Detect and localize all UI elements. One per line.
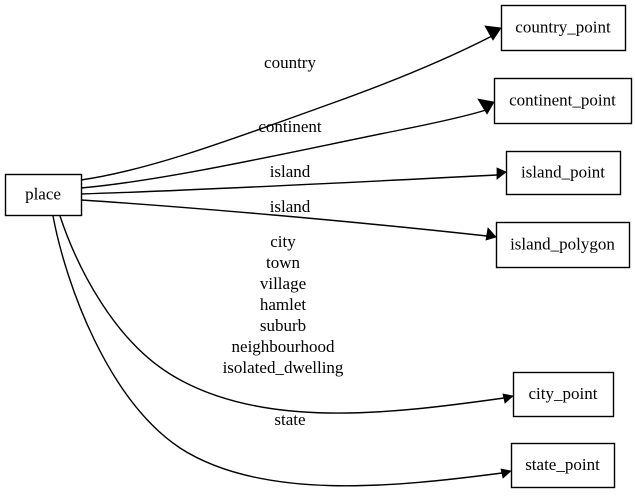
edge-label-island_polygon: island — [270, 197, 311, 216]
edge-line — [80, 199, 488, 237]
node-island_polygon[interactable]: island_polygon — [495, 221, 631, 269]
arrowhead-icon — [500, 468, 512, 479]
arrowhead-icon — [502, 393, 514, 404]
edge-label-line: city — [270, 232, 296, 251]
edge-label-line: hamlet — [260, 295, 307, 314]
node-place[interactable]: place — [4, 173, 83, 217]
edge-line — [80, 174, 498, 195]
edge-label-country_point: country — [264, 53, 316, 72]
edge-place-to-island_point[interactable] — [80, 167, 507, 195]
edge-label-line: continent — [258, 117, 322, 136]
edge-place-to-city_point[interactable] — [59, 215, 514, 414]
node-label: city_point — [529, 384, 598, 403]
node-box — [505, 150, 622, 196]
edge-place-to-country_point[interactable] — [80, 25, 502, 181]
edge-label-island_point: island — [270, 162, 311, 181]
node-city_point[interactable]: city_point — [512, 371, 615, 418]
edge-line — [80, 35, 493, 181]
arrowhead-icon — [484, 25, 502, 41]
edge-label-line: neighbourhood — [232, 337, 335, 356]
edge-label-state_point: state — [274, 410, 305, 429]
node-box — [500, 4, 627, 52]
edges-layer — [52, 25, 514, 487]
edge-label-line: state — [274, 410, 305, 429]
node-box — [510, 442, 616, 489]
node-label: place — [25, 184, 61, 203]
edge-label-line: isolated_dwelling — [223, 358, 344, 377]
node-state_point[interactable]: state_point — [510, 442, 616, 489]
arrowhead-icon — [485, 227, 497, 241]
node-island_point[interactable]: island_point — [505, 150, 622, 196]
edge-place-to-state_point[interactable] — [52, 215, 512, 487]
edge-label-line: village — [260, 274, 306, 293]
edge-place-to-continent_point[interactable] — [80, 98, 495, 189]
node-box — [4, 173, 83, 217]
edge-line — [80, 109, 487, 189]
edge-label-line: island — [270, 162, 311, 181]
arrowhead-icon — [477, 98, 495, 115]
edge-label-line: suburb — [260, 316, 306, 335]
node-box — [495, 221, 631, 269]
arrowhead-icon — [496, 167, 507, 180]
edge-label-line: town — [266, 253, 301, 272]
node-label: continent_point — [509, 90, 616, 109]
node-continent_point[interactable]: continent_point — [493, 77, 633, 125]
edge-labels-layer: country continent island island city town vill… — [223, 53, 344, 429]
node-label: island_polygon — [510, 234, 615, 253]
edge-label-line: island — [270, 197, 311, 216]
edge-label-continent_point: continent — [258, 117, 322, 136]
nodes-layer: place country_point continent_point island_… — [4, 4, 633, 489]
node-country_point[interactable]: country_point — [500, 4, 627, 52]
node-box — [493, 77, 633, 125]
node-label: island_point — [521, 162, 605, 181]
edge-label-city_point: city town village hamlet suburb neighbourhood… — [223, 232, 344, 377]
edge-place-to-island_polygon[interactable] — [80, 199, 497, 241]
node-box — [512, 371, 615, 418]
edge-line — [59, 215, 505, 414]
node-label: country_point — [515, 17, 611, 36]
edge-line — [52, 215, 503, 487]
edge-label-line: country — [264, 53, 316, 72]
node-label: state_point — [525, 455, 600, 474]
